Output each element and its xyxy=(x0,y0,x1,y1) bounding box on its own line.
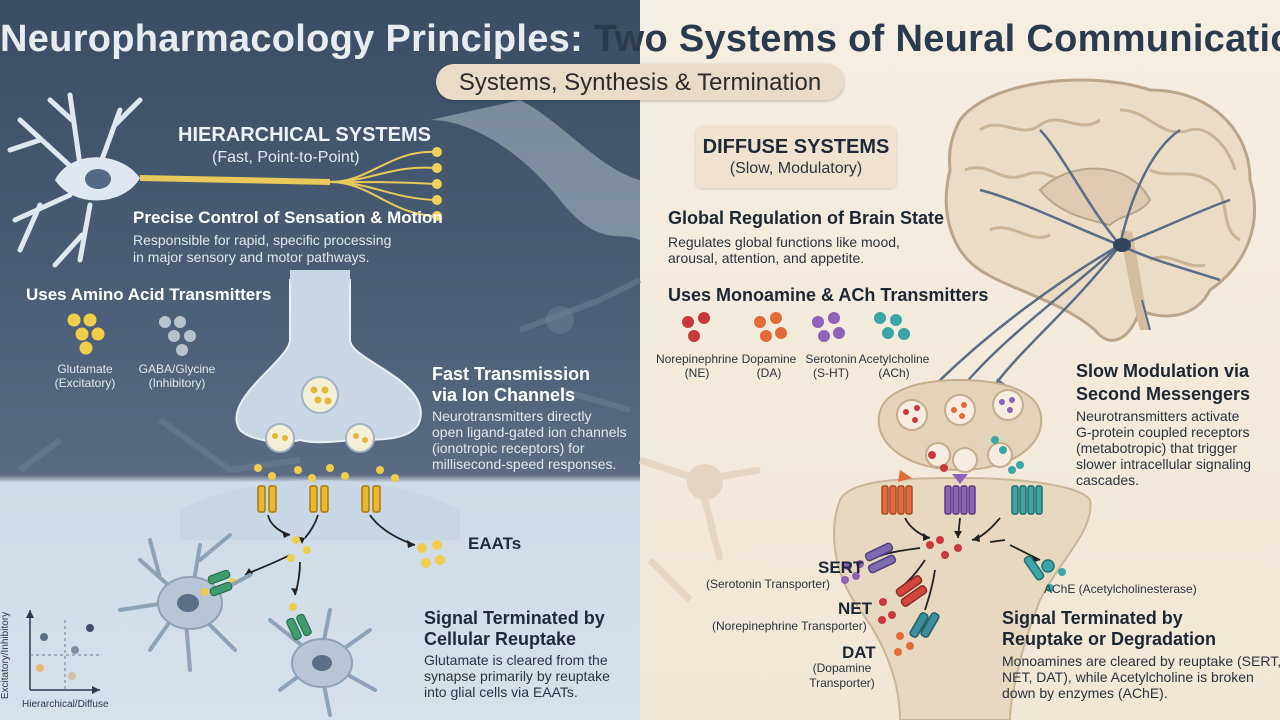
norepinephrine-label: Norepinephrine(NE) xyxy=(652,352,742,380)
fast-transmission-body-line: (ionotropic receptors) for xyxy=(432,440,585,456)
subtitle-pill xyxy=(436,64,844,100)
regulation-title: Global Regulation of Brain State xyxy=(668,208,945,228)
subtitle: Systems, Synthesis & Termination xyxy=(458,69,822,96)
dat-label: DAT xyxy=(842,643,876,662)
dopamine-label: Dopamine(DA) xyxy=(734,352,804,380)
diffuse-subheading: (Slow, Modulatory) xyxy=(729,160,863,177)
fast-transmission-title-line: via Ion Channels xyxy=(432,385,576,405)
gaba-glycine-role: (Inhibitory) xyxy=(148,376,206,390)
hierarchical-subheading: (Fast, Point-to-Point) xyxy=(212,149,360,166)
regulation-body-line: Regulates global functions like mood, xyxy=(668,234,900,250)
slow-modulation-body-line: G-protein coupled receptors xyxy=(1076,424,1250,440)
glutamate-name: Glutamate xyxy=(57,362,113,376)
cellular-reuptake-title-line: Cellular Reuptake xyxy=(424,629,577,649)
hierarchical-heading: HIERARCHICAL SYSTEMS xyxy=(178,124,431,146)
sert-label: SERT xyxy=(818,558,864,577)
slow-modulation-body-line: cascades. xyxy=(1076,472,1140,488)
reuptake-degradation-body-line: Monoamines are cleared by reuptake (SERT… xyxy=(1002,653,1280,669)
amino-acid-transmitters-title: Uses Amino Acid Transmitters xyxy=(26,285,272,304)
dat-full-name-line: (Dopamine xyxy=(812,661,872,675)
cellular-reuptake-body-line: into glial cells via EAATs. xyxy=(424,684,578,700)
norepinephrine-abbr: (NE) xyxy=(684,366,710,380)
mini-scatter-plot xyxy=(26,610,100,694)
net-full-name: (Norepinephrine Transporter) xyxy=(712,619,867,633)
diffuse-heading: DIFFUSE SYSTEMS xyxy=(702,136,890,158)
gaba-glycine-name: GABA/Glycine xyxy=(138,362,216,376)
serotonin-name: Serotonin xyxy=(805,352,857,366)
cellular-reuptake-title-line: Signal Terminated by xyxy=(424,608,605,628)
serotonin-abbr: (S-HT) xyxy=(813,366,849,380)
mini-plot-x-label: Hierarchical/Diffuse xyxy=(22,699,109,710)
main-title: Neuropharmacology Principles: Two System… xyxy=(0,18,1280,61)
slow-modulation-body-line: Neurotransmitters activate xyxy=(1076,408,1240,424)
dat-full-name-line: Transporter) xyxy=(809,676,875,690)
cellular-reuptake-body-line: synapse primarily by reuptake xyxy=(424,668,610,684)
reuptake-degradation-title-line: Signal Terminated by xyxy=(1002,608,1183,628)
fast-transmission-title-line: Fast Transmission xyxy=(432,364,591,384)
fast-transmission-body-line: millisecond-speed responses. xyxy=(432,456,617,472)
fast-transmission-body-line: open ligand-gated ion channels xyxy=(432,424,627,440)
slow-modulation-body-line: slower intracellular signaling xyxy=(1076,456,1252,472)
reuptake-degradation-body-line: down by enzymes (AChE). xyxy=(1002,685,1168,701)
regulation-body-line: arousal, attention, and appetite. xyxy=(668,250,865,266)
glial-cell-icon xyxy=(118,533,377,717)
monoamine-transmitters-title: Uses Monoamine & ACh Transmitters xyxy=(668,285,989,305)
acetylcholine-label: Acetylcholine(ACh) xyxy=(852,352,936,380)
slow-modulation-title-line: Second Messengers xyxy=(1076,384,1251,404)
fast-transmission-body-line: Neurotransmitters directly xyxy=(432,408,592,424)
slow-modulation-title-line: Slow Modulation via xyxy=(1076,361,1250,381)
serotonin-label: Serotonin(S-HT) xyxy=(796,352,866,380)
diffuse-synapse-illustration xyxy=(833,378,1092,720)
control-body-line: Responsible for rapid, specific processi… xyxy=(133,232,392,248)
dopamine-abbr: (DA) xyxy=(756,366,782,380)
diffuse-heading-box xyxy=(696,126,896,188)
glutamate-label: Glutamate(Excitatory) xyxy=(40,362,130,390)
hierarchical-neuron-icon xyxy=(7,92,640,268)
glutamate-role: (Excitatory) xyxy=(54,376,116,390)
hierarchical-synapse-illustration xyxy=(180,270,460,611)
sert-full-name: (Serotonin Transporter) xyxy=(706,577,831,591)
reuptake-degradation-title-line: Reuptake or Degradation xyxy=(1002,629,1217,649)
title-left-part: Neuropharmacology Principles: xyxy=(0,18,584,60)
ache-label: AChE (Acetylcholinesterase) xyxy=(1044,582,1197,596)
control-title: Precise Control of Sensation & Motion xyxy=(133,208,443,227)
gaba-glycine-label: GABA/Glycine(Inhibitory) xyxy=(132,362,222,390)
control-body-line: in major sensory and motor pathways. xyxy=(133,249,370,265)
reuptake-degradation-body-line: NET, DAT), while Acetylcholine is broken xyxy=(1002,669,1254,685)
acetylcholine-abbr: (ACh) xyxy=(878,366,910,380)
brain-icon xyxy=(929,78,1256,395)
eaats-label: EAATs xyxy=(468,534,522,553)
mini-plot-y-label: Excitatory/Inhibitory xyxy=(0,611,12,700)
acetylcholine-name: Acetylcholine xyxy=(858,352,930,366)
title-right-part: Two Systems of Neural Communication xyxy=(593,18,1280,60)
cellular-reuptake-body-line: Glutamate is cleared from the xyxy=(424,652,608,668)
slow-modulation-body-line: (metabotropic) that trigger xyxy=(1076,440,1238,456)
dopamine-name: Dopamine xyxy=(741,352,797,366)
net-label: NET xyxy=(838,599,872,618)
norepinephrine-name: Norepinephrine xyxy=(655,352,739,366)
